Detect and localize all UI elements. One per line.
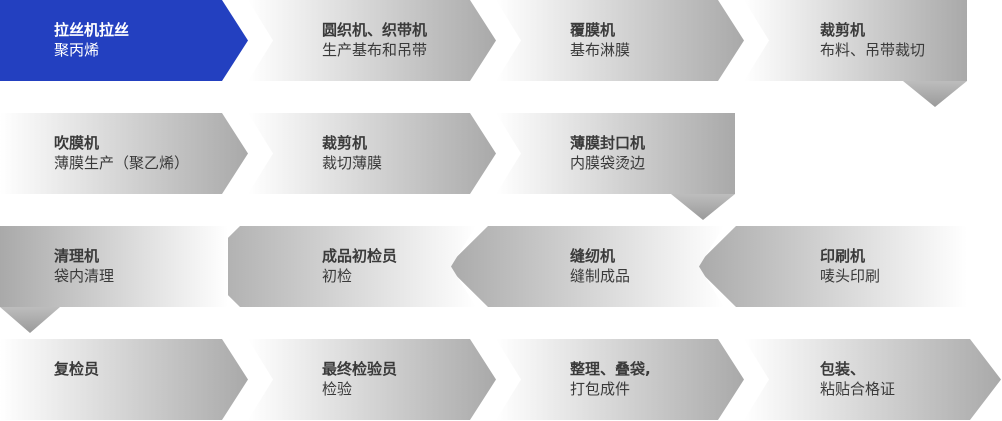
flow-step-label: 薄膜封口机内膜袋烫边 xyxy=(570,133,645,173)
flow-connector-down xyxy=(903,81,967,107)
flow-step-shape xyxy=(447,226,724,307)
flow-step-title: 印刷机 xyxy=(820,247,866,265)
flow-step-label: 覆膜机基布淋膜 xyxy=(570,20,630,60)
flow-step-label: 清理机袋内清理 xyxy=(54,246,114,286)
flow-connector-down xyxy=(671,194,735,220)
flow-step-shape xyxy=(0,339,248,420)
flow-step-shape xyxy=(0,113,248,194)
flow-step-shape xyxy=(248,339,496,420)
flow-step-shape xyxy=(0,226,228,307)
flow-step-title: 成品初检员 xyxy=(322,247,398,265)
flow-step-title: 复检员 xyxy=(54,360,100,378)
flow-step-label: 吹膜机薄膜生产（聚乙烯） xyxy=(54,133,189,173)
flow-step-label: 整理、叠袋, 打包成件 xyxy=(570,359,651,399)
flow-step-label: 裁剪机布料、吊带裁切 xyxy=(820,20,925,60)
flow-step-shape xyxy=(0,0,248,81)
flow-step-label: 裁剪机裁切薄膜 xyxy=(322,133,382,173)
flow-step-shape xyxy=(496,0,744,81)
flow-step-subtitle: 生产基布和吊带 xyxy=(322,41,428,59)
flow-step-shape xyxy=(744,339,1001,420)
flow-step-title: 清理机 xyxy=(54,247,100,265)
flow-step-subtitle: 聚丙烯 xyxy=(54,41,100,59)
flow-step-label: 缝纫机缝制成品 xyxy=(570,246,630,286)
flow-step-title: 整理、叠袋, xyxy=(570,360,651,378)
flow-step-shape xyxy=(744,0,967,81)
flow-step-label: 包装、粘贴合格证 xyxy=(820,359,895,399)
flow-step-title: 裁剪机 xyxy=(820,21,866,39)
flow-step-title: 拉丝机拉丝 xyxy=(54,21,130,39)
flow-step-title: 最终检验员 xyxy=(322,360,398,378)
flow-step-title: 裁剪机 xyxy=(322,134,368,152)
flow-step-title: 包装、 xyxy=(820,360,866,378)
flow-step-title: 覆膜机 xyxy=(570,21,616,39)
flow-step-title: 圆织机、织带机 xyxy=(322,21,428,39)
flow-step-label: 成品初检员初检 xyxy=(322,246,397,286)
flow-step-subtitle: 内膜袋烫边 xyxy=(570,154,646,172)
flow-step-shape xyxy=(496,339,744,420)
flow-step-shape xyxy=(199,226,476,307)
flow-step-subtitle: 裁切薄膜 xyxy=(322,154,383,172)
flow-step-subtitle: 薄膜生产（聚乙烯） xyxy=(54,154,190,172)
flow-step-title: 吹膜机 xyxy=(54,134,100,152)
flow-step-label: 圆织机、织带机生产基布和吊带 xyxy=(322,20,427,60)
flow-step-subtitle: 检验 xyxy=(322,380,353,398)
flow-step-subtitle: 缝制成品 xyxy=(570,267,631,285)
flow-step-shape xyxy=(496,113,735,194)
flow-step-title: 缝纫机 xyxy=(570,247,616,265)
flow-step-label: 复检员 xyxy=(54,359,99,379)
flow-step-subtitle: 初检 xyxy=(322,267,353,285)
flow-step-subtitle: 打包成件 xyxy=(570,380,631,398)
flow-step-shape xyxy=(248,113,496,194)
flow-step-shape xyxy=(248,0,496,81)
flow-step-title: 薄膜封口机 xyxy=(570,134,646,152)
flow-step-label: 印刷机唛头印刷 xyxy=(820,246,880,286)
flow-step-label: 最终检验员检验 xyxy=(322,359,397,399)
flow-step-subtitle: 基布淋膜 xyxy=(570,41,631,59)
flow-connector-down xyxy=(0,307,60,333)
flow-step-subtitle: 粘贴合格证 xyxy=(820,380,896,398)
flow-step-shape xyxy=(695,226,967,307)
flow-step-subtitle: 袋内清理 xyxy=(54,267,115,285)
flow-step-subtitle: 布料、吊带裁切 xyxy=(820,41,926,59)
flow-step-label: 拉丝机拉丝聚丙烯 xyxy=(54,20,129,60)
flow-step-subtitle: 唛头印刷 xyxy=(820,267,881,285)
